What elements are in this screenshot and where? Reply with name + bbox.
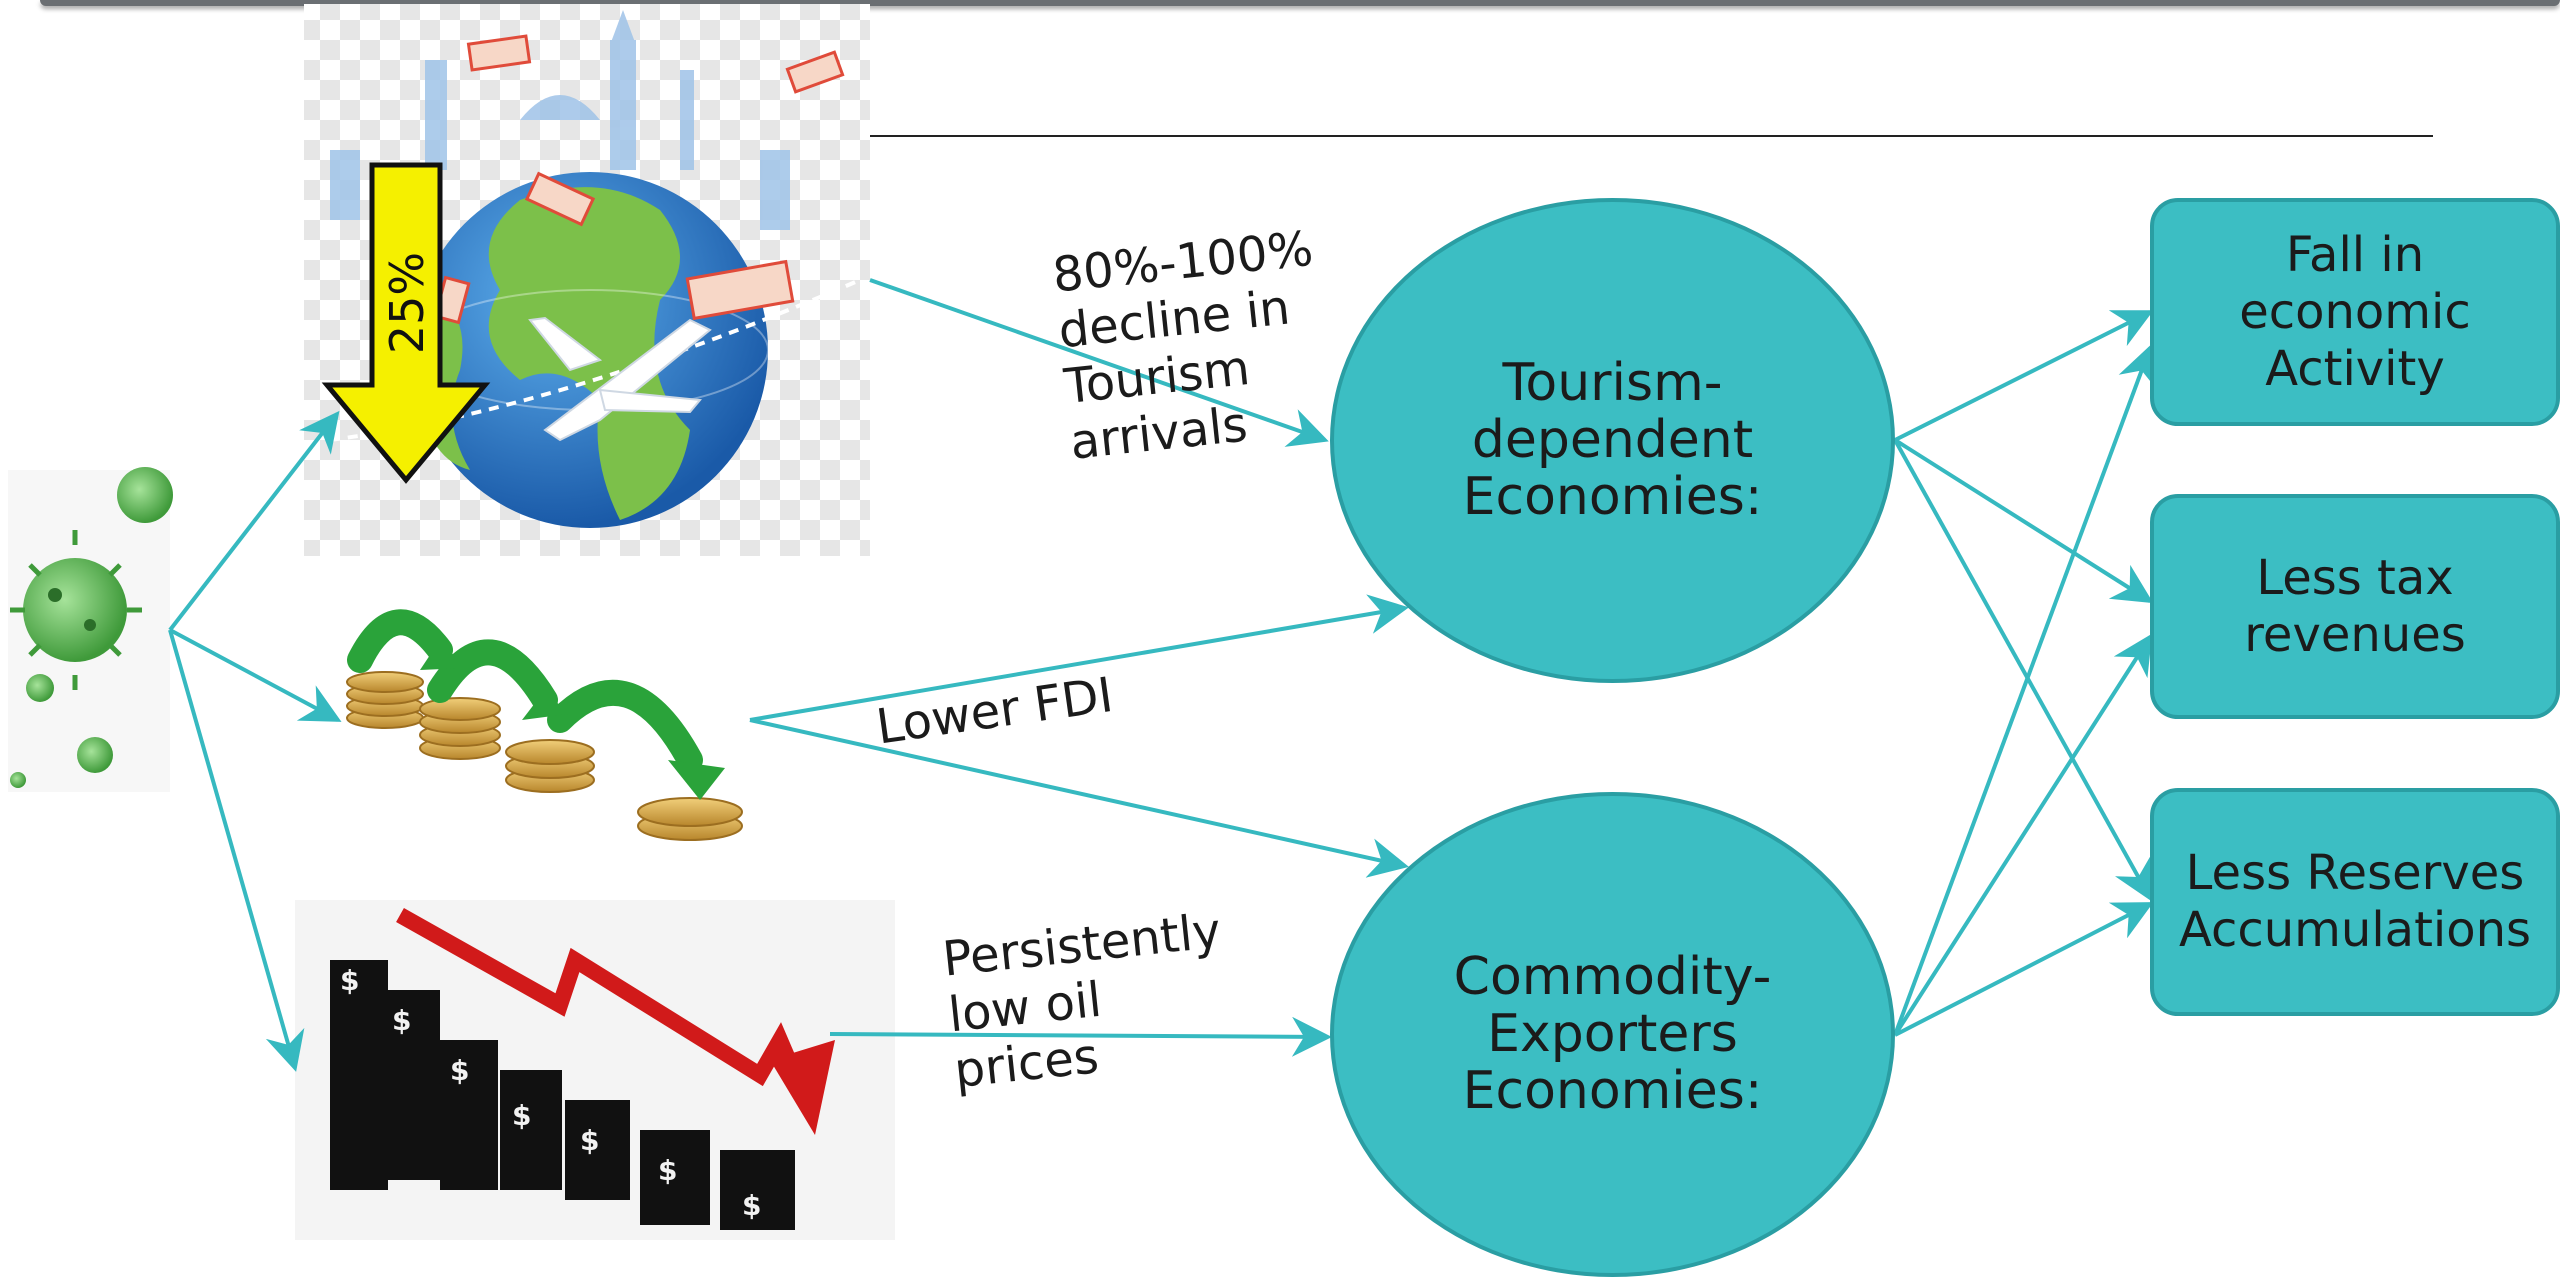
arrow-t-to-o1: [1894, 310, 2154, 442]
tourism-economies-node: Tourism- dependent Economies:: [1330, 198, 1895, 683]
arrow-fdi-to-tourism: [749, 594, 1409, 722]
arrow-t-to-o2: [1893, 438, 2154, 604]
svg-text:$: $: [450, 1054, 469, 1087]
outcome-less-reserves: Less Reserves Accumulations: [2150, 788, 2560, 1016]
outcome-less-tax-revenues: Less tax revenues: [2150, 494, 2560, 719]
arrow-c-to-o1: [1893, 344, 2157, 1036]
svg-text:$: $: [658, 1154, 677, 1187]
connector-arrows: [168, 278, 2157, 1072]
svg-text:$: $: [742, 1189, 761, 1222]
arrow-virus-to-oil: [168, 629, 305, 1072]
arrow-c-to-o3: [1894, 902, 2154, 1037]
tourism-decline-label: 80%-100% decline in Tourism arrivals: [1050, 220, 1316, 471]
arrow-fdi-to-commodity: [749, 718, 1409, 878]
arrow-c-to-o2: [1893, 633, 2153, 1037]
oil-price-decline-icon: $ $ $ $ $ $ $: [295, 900, 895, 1240]
slide-top-bar: [40, 0, 2560, 6]
tourism-decline-percent: 25%: [380, 251, 434, 355]
outcome-fall-economic-activity: Fall in economic Activity: [2150, 198, 2560, 426]
svg-text:$: $: [512, 1099, 531, 1132]
svg-text:$: $: [392, 1004, 411, 1037]
oil-price-label: Persistently low oil prices: [940, 902, 1224, 1100]
title-rule: [870, 135, 2433, 137]
svg-text:$: $: [580, 1124, 599, 1157]
arrow-t-to-o3: [1893, 439, 2152, 902]
down-arrow-icon: [321, 162, 491, 484]
globe-travel-icon: [304, 4, 870, 556]
arrow-oil-to-commodity: [829, 1016, 1332, 1057]
arrow-tourism-decline: [869, 278, 1329, 447]
virus-icon: [8, 467, 173, 792]
svg-text:$: $: [340, 964, 359, 997]
coins-decline-icon: [346, 609, 743, 841]
arrow-virus-to-fdi: [169, 628, 342, 722]
commodity-economies-node: Commodity- Exporters Economies:: [1330, 792, 1895, 1277]
arrow-virus-to-tourism: [168, 410, 340, 632]
